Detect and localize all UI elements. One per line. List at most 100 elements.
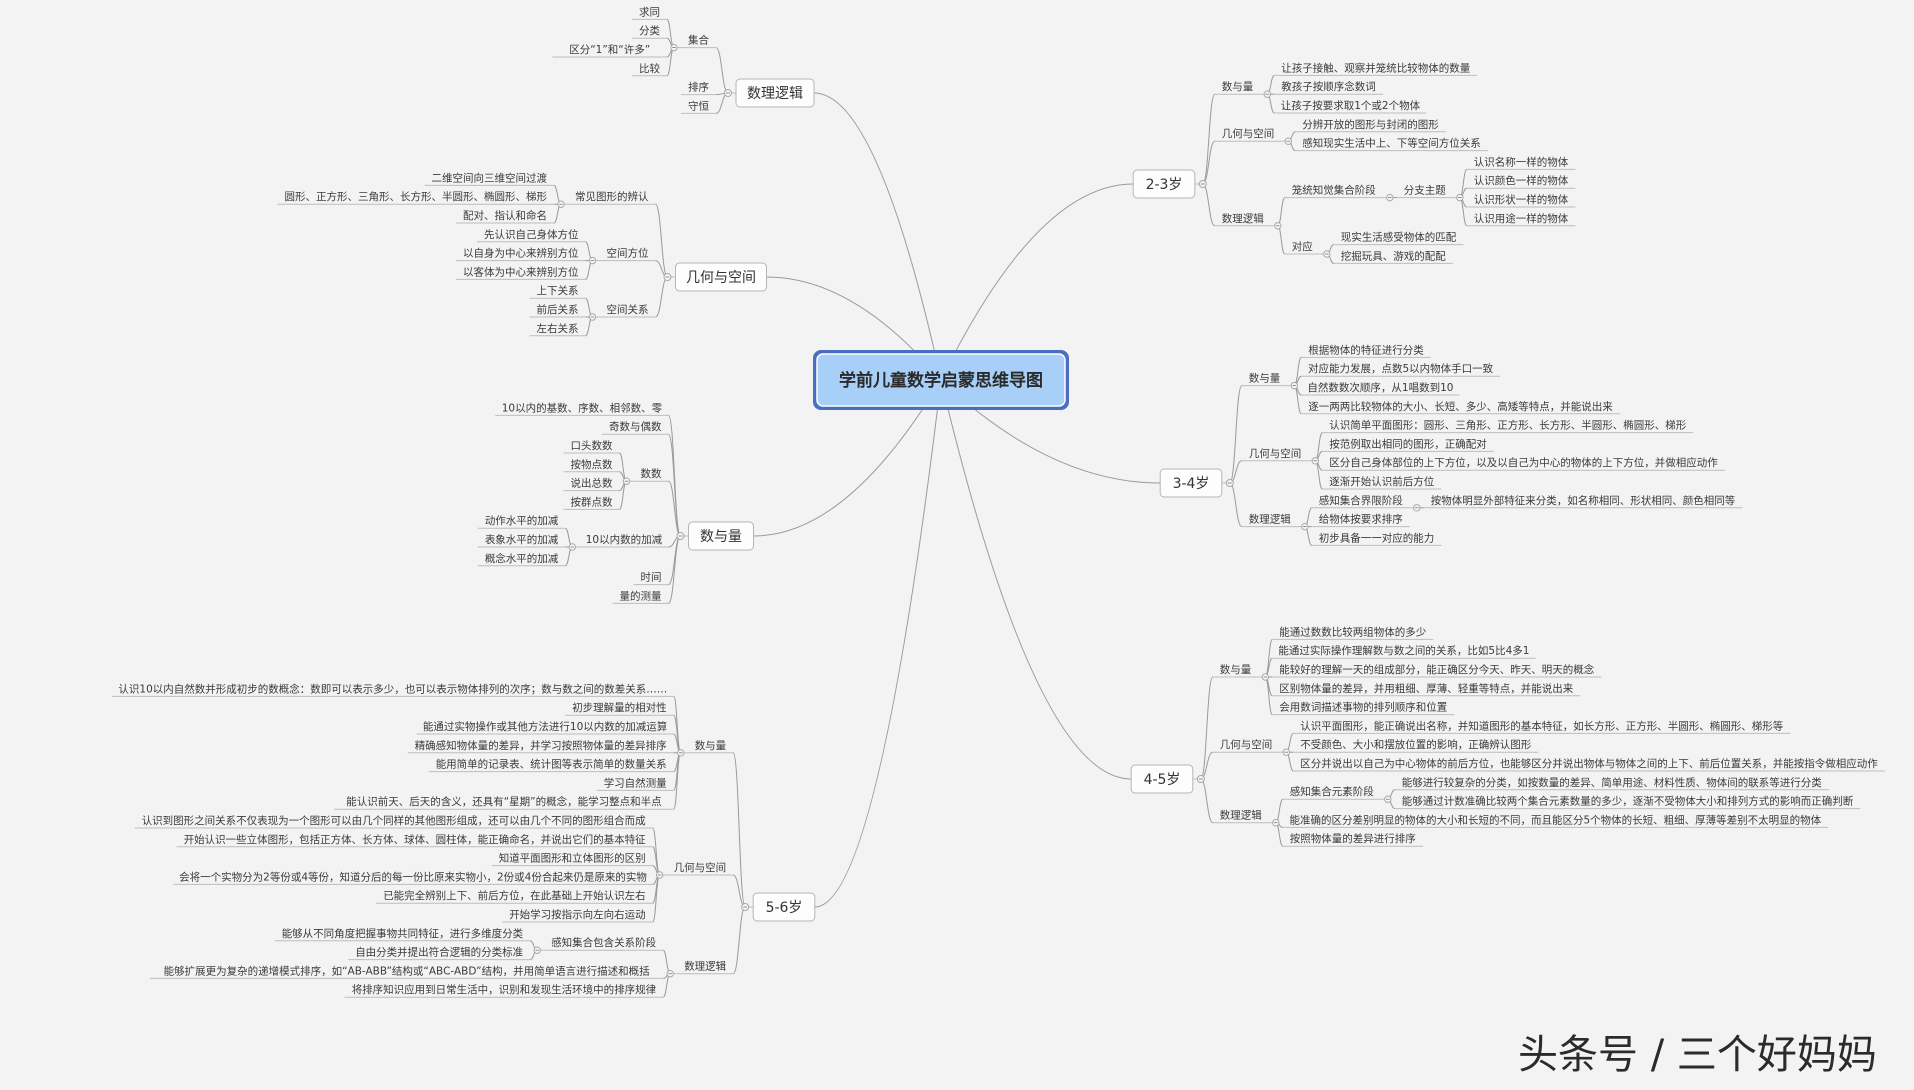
leaf-node[interactable]: 先认识自己身体方位: [484, 228, 579, 241]
leaf-node[interactable]: 精确感知物体量的差异，并学习按照物体量的差异排序: [415, 739, 667, 752]
leaf-node[interactable]: 会用数词描述事物的排列顺序和位置: [1279, 701, 1447, 714]
main-branch-box[interactable]: [752, 892, 816, 922]
leaf-node[interactable]: 10以内的基数、序数、相邻数、零: [502, 401, 663, 414]
leaf-node[interactable]: 按范例取出相同的图形，正确配对: [1329, 437, 1487, 450]
leaf-node[interactable]: 前后关系: [537, 303, 579, 316]
leaf-node[interactable]: 概念水平的加减: [485, 552, 559, 565]
leaf-node[interactable]: 时间: [641, 571, 662, 584]
branch-node[interactable]: 数理逻辑: [1222, 212, 1264, 225]
leaf-node[interactable]: 二维空间向三维空间过渡: [432, 171, 548, 184]
leaf-node[interactable]: 认识用途一样的物体: [1474, 212, 1569, 225]
leaf-node[interactable]: 奇数与偶数: [609, 420, 662, 433]
leaf-node[interactable]: 能用简单的记录表、统计图等表示简单的数量关系: [436, 758, 667, 771]
leaf-node[interactable]: 认识形状一样的物体: [1474, 193, 1569, 206]
branch-node[interactable]: 几何与空间: [674, 861, 727, 874]
branch-node[interactable]: 数理逻辑: [1220, 809, 1262, 822]
main-branch-label[interactable]: 数与量: [700, 529, 742, 545]
leaf-node[interactable]: 让孩子接触、观察并笼统比较物体的数量: [1281, 61, 1470, 74]
leaf-node[interactable]: 根据物体的特征进行分类: [1308, 343, 1424, 356]
main-branch-box[interactable]: [1132, 169, 1196, 199]
leaf-node[interactable]: 说出总数: [571, 477, 613, 490]
leaf-node[interactable]: 守恒: [688, 99, 709, 112]
branch-node[interactable]: 数理逻辑: [684, 960, 726, 973]
branch-node[interactable]: 几何与空间: [1220, 738, 1273, 751]
leaf-node[interactable]: 分类: [639, 24, 660, 37]
leaf-node[interactable]: 对应能力发展，点数5以内物体手口一致: [1308, 362, 1494, 375]
branch-node[interactable]: 10以内数的加减: [586, 533, 663, 546]
leaf-node[interactable]: 按物体明显外部特征来分类，如名称相同、形状相同、颜色相同等: [1431, 494, 1736, 507]
leaf-node[interactable]: 认识平面图形，能正确说出名称，并知道图形的基本特征，如长方形、正方形、半圆形、椭…: [1300, 719, 1783, 732]
branch-node[interactable]: 空间方位: [607, 247, 649, 260]
branch-node[interactable]: 数与量: [1220, 663, 1252, 676]
branch-node[interactable]: 集合: [688, 34, 709, 47]
leaf-node[interactable]: 按群点数: [571, 495, 613, 508]
leaf-node[interactable]: 感知现实生活中上、下等空间方位关系: [1302, 137, 1481, 150]
main-branch-box[interactable]: [1130, 764, 1194, 794]
leaf-node[interactable]: 能够从不同角度把握事物共同特征，进行多维度分类: [282, 927, 524, 940]
main-branch-label[interactable]: 5-6岁: [766, 900, 803, 916]
leaf-node[interactable]: 能够扩展更为复杂的递增模式排序，如“AB-ABB”结构或“ABC-ABD”结构，…: [164, 964, 650, 977]
leaf-node[interactable]: 教孩子按顺序念数词: [1281, 80, 1376, 93]
leaf-node[interactable]: 分辨开放的图形与封闭的图形: [1302, 118, 1439, 131]
branch-node[interactable]: 感知集合界限阶段: [1319, 494, 1403, 507]
leaf-node[interactable]: 开始认识一些立体图形，包括正方体、长方体、球体、圆柱体，能正确命名，并说出它们的…: [184, 833, 646, 846]
leaf-node[interactable]: 将排序知识应用到日常生活中，识别和发现生活环境中的排序规律: [352, 983, 657, 996]
leaf-node[interactable]: 逐渐开始认识前后方位: [1329, 475, 1434, 488]
leaf-node[interactable]: 排序: [688, 81, 709, 94]
branch-node[interactable]: 几何与空间: [1249, 447, 1302, 460]
leaf-node[interactable]: 学习自然测量: [604, 776, 667, 789]
main-branch-label[interactable]: 数理逻辑: [747, 86, 803, 102]
leaf-node[interactable]: 认识名称一样的物体: [1474, 155, 1569, 168]
root-title[interactable]: 学前儿童数学启蒙思维导图: [839, 370, 1043, 391]
leaf-node[interactable]: 逐一两两比较物体的大小、长短、多少、高矮等特点，并能说出来: [1308, 400, 1613, 413]
branch-node[interactable]: 感知集合元素阶段: [1290, 785, 1374, 798]
leaf-node[interactable]: 认识到图形之间关系不仅表现为一个图形可以由几个同样的其他图形组成，还可以由几个不…: [142, 814, 646, 827]
leaf-node[interactable]: 不受颜色、大小和摆放位置的影响，正确辨认图形: [1300, 738, 1531, 751]
leaf-node[interactable]: 现实生活感受物体的匹配: [1341, 231, 1457, 244]
leaf-node[interactable]: 开始学习按指示向左向右运动: [509, 908, 646, 921]
leaf-node[interactable]: 初步理解量的相对性: [572, 701, 667, 714]
main-branch-label[interactable]: 3-4岁: [1173, 476, 1210, 492]
leaf-node[interactable]: 区分自己身体部位的上下方位，以及以自己为中心的物体的上下方位，并做相应动作: [1329, 456, 1718, 469]
root-node[interactable]: [816, 353, 1066, 407]
leaf-node[interactable]: 以客体为中心来辨别方位: [463, 265, 579, 278]
main-branch-label[interactable]: 几何与空间: [686, 270, 756, 286]
branch-node[interactable]: 分支主题: [1404, 185, 1446, 197]
main-branch-label[interactable]: 4-5岁: [1144, 772, 1181, 788]
leaf-node[interactable]: 挖掘玩具、游戏的配配: [1341, 249, 1446, 262]
main-branch-box[interactable]: [688, 521, 754, 551]
leaf-node[interactable]: 量的测量: [620, 589, 662, 602]
leaf-node[interactable]: 知道平面图形和立体图形的区别: [499, 852, 646, 865]
branch-node[interactable]: 常见图形的辨认: [575, 190, 649, 203]
branch-node[interactable]: 数理逻辑: [1249, 513, 1291, 526]
leaf-node[interactable]: 认识颜色一样的物体: [1474, 174, 1569, 187]
main-branch-box[interactable]: [735, 78, 815, 108]
leaf-node[interactable]: 给物体按要求排序: [1319, 513, 1403, 526]
leaf-node[interactable]: 让孩子按要求取1个或2个物体: [1281, 99, 1421, 112]
leaf-node[interactable]: 初步具备一一对应的能力: [1319, 531, 1435, 544]
branch-node[interactable]: 数与量: [1249, 372, 1281, 385]
leaf-node[interactable]: 表象水平的加减: [485, 533, 559, 546]
leaf-node[interactable]: 区别物体量的差异，并用粗细、厚薄、轻重等特点，并能说出来: [1279, 682, 1573, 695]
leaf-node[interactable]: 认识10以内自然数并形成初步的数概念：数即可以表示多少，也可以表示物体排列的次序…: [118, 682, 667, 695]
main-branch-label[interactable]: 2-3岁: [1146, 177, 1183, 193]
leaf-node[interactable]: 能准确的区分差别明显的物体的大小和长短的不同，而且能区分5个物体的长短、粗细、厚…: [1290, 813, 1822, 826]
branch-node[interactable]: 空间关系: [607, 303, 649, 316]
main-branch-box[interactable]: [1159, 468, 1223, 498]
branch-node[interactable]: 笼统知觉集合阶段: [1292, 184, 1376, 197]
main-branch-box[interactable]: [675, 262, 767, 292]
leaf-node[interactable]: 比较: [639, 62, 660, 75]
leaf-node[interactable]: 求同: [639, 6, 660, 18]
leaf-node[interactable]: 能够进行较复杂的分类，如按数量的差异、简单用途、材料性质、物体间的联系等进行分类: [1402, 776, 1822, 789]
leaf-node[interactable]: 区分“1”和“许多”: [569, 43, 650, 56]
leaf-node[interactable]: 会将一个实物分为2等份或4等份，知道分后的每一份比原来实物小，2份或4份合起来仍…: [179, 870, 647, 883]
leaf-node[interactable]: 能通过数数比较两组物体的多少: [1279, 625, 1426, 638]
leaf-node[interactable]: 自由分类并提出符合逻辑的分类标准: [355, 946, 523, 959]
leaf-node[interactable]: 区分并说出以自己为中心物体的前后方位，也能够区分并说出物体与物体之间的上下、前后…: [1300, 757, 1878, 770]
leaf-node[interactable]: 左右关系: [537, 322, 579, 335]
leaf-node[interactable]: 能认识前天、后天的含义，还具有“星期”的概念，能学习整点和半点: [346, 795, 661, 808]
leaf-node[interactable]: 口头数数: [571, 439, 613, 452]
leaf-node[interactable]: 能较好的理解一天的组成部分，能正确区分今天、昨天、明天的概念: [1279, 663, 1594, 676]
leaf-node[interactable]: 按照物体量的差异进行排序: [1290, 832, 1416, 845]
leaf-node[interactable]: 已能完全辨别上下、前后方位，在此基础上开始认识左右: [383, 889, 646, 902]
